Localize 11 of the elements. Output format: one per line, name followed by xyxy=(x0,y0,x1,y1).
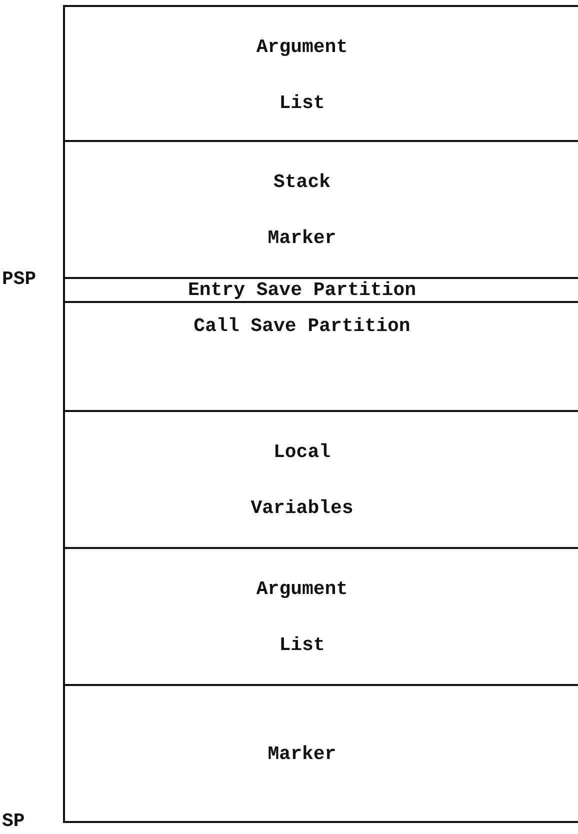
segment-label: Call Save Partition xyxy=(194,315,410,337)
pointer-label: SP xyxy=(2,810,25,832)
pointer-label: PSP xyxy=(2,268,36,290)
segment-label: Marker xyxy=(268,742,336,767)
segment-label: Local Variables xyxy=(250,440,354,521)
stack-frame-segment xyxy=(63,684,578,823)
stack-frame-segment xyxy=(63,5,578,142)
segment-label: Entry Save Partition xyxy=(188,279,416,301)
segment-label: Argument List xyxy=(256,577,348,658)
segment-label: Argument List xyxy=(256,35,348,116)
segment-label: Stack Marker xyxy=(268,170,336,251)
